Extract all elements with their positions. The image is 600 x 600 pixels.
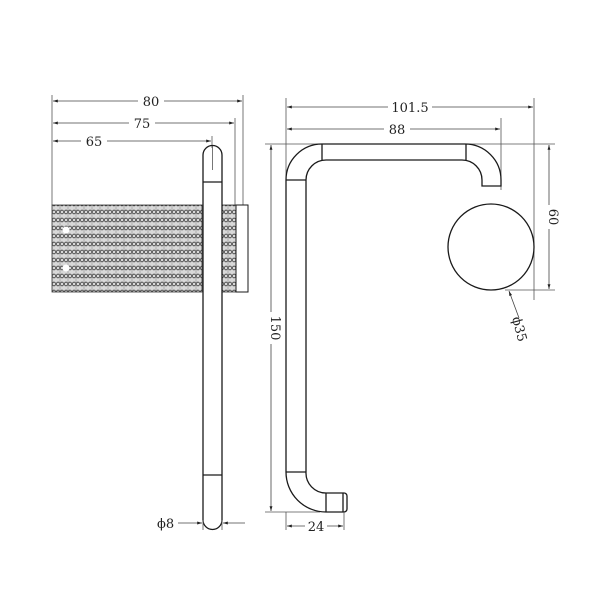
dim-height: 150 <box>262 145 282 511</box>
dim-inner-width: 88 <box>287 120 500 138</box>
dim-label: 60 <box>545 209 560 226</box>
end-cap-circle <box>447 203 535 291</box>
dim-bar-depth: 65 <box>53 132 211 150</box>
dim-label: 65 <box>86 135 103 150</box>
dim-mid-depth: 75 <box>53 114 234 132</box>
dim-label: 88 <box>389 123 406 138</box>
dim-base-projection: 24 <box>285 512 345 535</box>
dim-bar-diameter: ϕ8 <box>157 517 245 532</box>
dim-label: 75 <box>134 117 151 132</box>
dim-label: 150 <box>267 316 282 341</box>
dim-cap-diameter: ϕ35 <box>508 290 529 344</box>
rod <box>202 144 223 531</box>
dim-overall-width: 101.5 <box>287 98 533 116</box>
dim-label: 80 <box>143 95 160 110</box>
dim-cap-offset: 60 <box>541 145 560 289</box>
holder-bar <box>285 143 502 513</box>
dim-label: 24 <box>308 520 325 535</box>
dim-overall-depth: 80 <box>53 92 242 110</box>
dim-label: ϕ35 <box>508 315 529 343</box>
side-view: 80 75 65 ϕ8 <box>51 92 249 532</box>
front-view: 101.5 88 150 60 <box>262 98 560 535</box>
screw-hole-icon <box>62 226 70 234</box>
dim-label: ϕ8 <box>157 517 174 532</box>
screw-hole-icon <box>62 264 70 272</box>
dim-label: 101.5 <box>391 101 428 116</box>
knurled-mount <box>51 204 203 293</box>
